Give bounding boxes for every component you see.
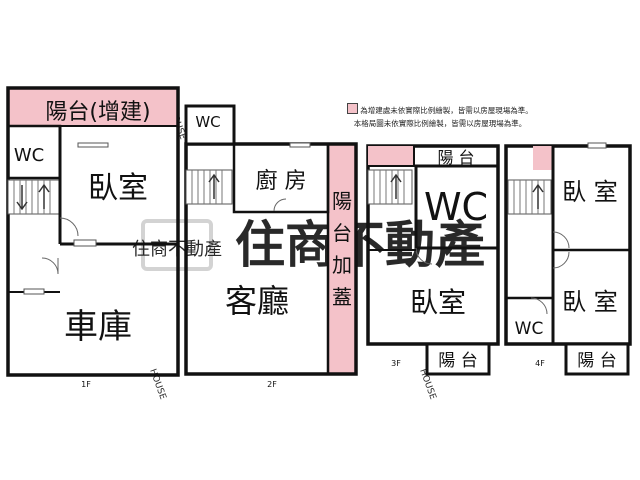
floor-4f: 臥 室 臥 室 WC 陽 台 bbox=[504, 142, 632, 376]
room-label-wc: WC bbox=[424, 185, 488, 229]
room-label-garage: 車庫 bbox=[64, 307, 132, 347]
stair-icon bbox=[7, 179, 61, 215]
added-area-fill bbox=[533, 146, 553, 170]
room-label-balcony-added-char1: 陽 bbox=[332, 189, 352, 213]
floor-3f: 陽 台 WC 臥室 陽 台 bbox=[366, 144, 500, 376]
floor-label-4f: 4F bbox=[535, 359, 545, 368]
room-label-wc: WC bbox=[195, 113, 220, 131]
added-area-fill bbox=[368, 146, 414, 166]
watermark-text: 住商不動產 bbox=[235, 216, 485, 274]
room-label-balcony-bottom: 陽 台 bbox=[577, 351, 616, 371]
balcony-added-fill bbox=[328, 144, 356, 374]
room-label-bedroom-bottom: 臥 室 bbox=[562, 288, 618, 316]
disclaimer-line-2: 本格局圖未依實際比例繪製，皆需以房屋現場為準。 bbox=[353, 119, 527, 128]
room-label-balcony-added: 陽台(增建) bbox=[45, 100, 150, 125]
floor-label-3f: 3F bbox=[391, 359, 401, 368]
room-label-balcony-added-char4: 蓋 bbox=[332, 285, 352, 309]
disclaimer-note: 為增建處未依實際比例繪製，皆需以房屋現場為準。 本格局圖未依實際比例繪製，皆需以… bbox=[290, 103, 590, 130]
room-label-balcony-added-char2: 台 bbox=[332, 221, 352, 245]
room-label-balcony-top: 陽 台 bbox=[437, 148, 474, 167]
floor-1f-outline bbox=[6, 86, 180, 377]
disclaimer-line-1: 為增建處未依實際比例繪製，皆需以房屋現場為準。 bbox=[360, 106, 533, 115]
room-label-balcony-added-char3: 加 bbox=[332, 253, 352, 277]
room-label-wc: WC bbox=[14, 145, 44, 166]
floor-1f: 陽台(增建) WC 臥室 車庫 bbox=[6, 86, 180, 377]
room-label-balcony-bottom: 陽 台 bbox=[438, 351, 477, 371]
room-label-bedroom: 臥室 bbox=[88, 171, 148, 206]
room-label-bedroom: 臥室 bbox=[410, 286, 466, 319]
balcony-added-fill bbox=[8, 88, 178, 126]
room-label-living: 客廳 bbox=[225, 282, 289, 320]
stair-icon bbox=[367, 169, 413, 205]
floor-label-2f: 2F bbox=[267, 380, 277, 389]
floor-2f: WC 廚 房 客廳 陽 台 加 蓋 bbox=[184, 104, 358, 376]
room-label-bedroom-top: 臥 室 bbox=[562, 178, 618, 206]
room-label-wc: WC bbox=[515, 319, 544, 339]
watermark-house-2: HOUSE bbox=[147, 368, 167, 402]
added-area-legend-swatch bbox=[347, 103, 359, 114]
stair-icon bbox=[185, 169, 233, 205]
floor-label-1f: 1F bbox=[81, 380, 91, 389]
stair-icon bbox=[507, 179, 552, 215]
room-label-kitchen: 廚 房 bbox=[256, 169, 307, 194]
